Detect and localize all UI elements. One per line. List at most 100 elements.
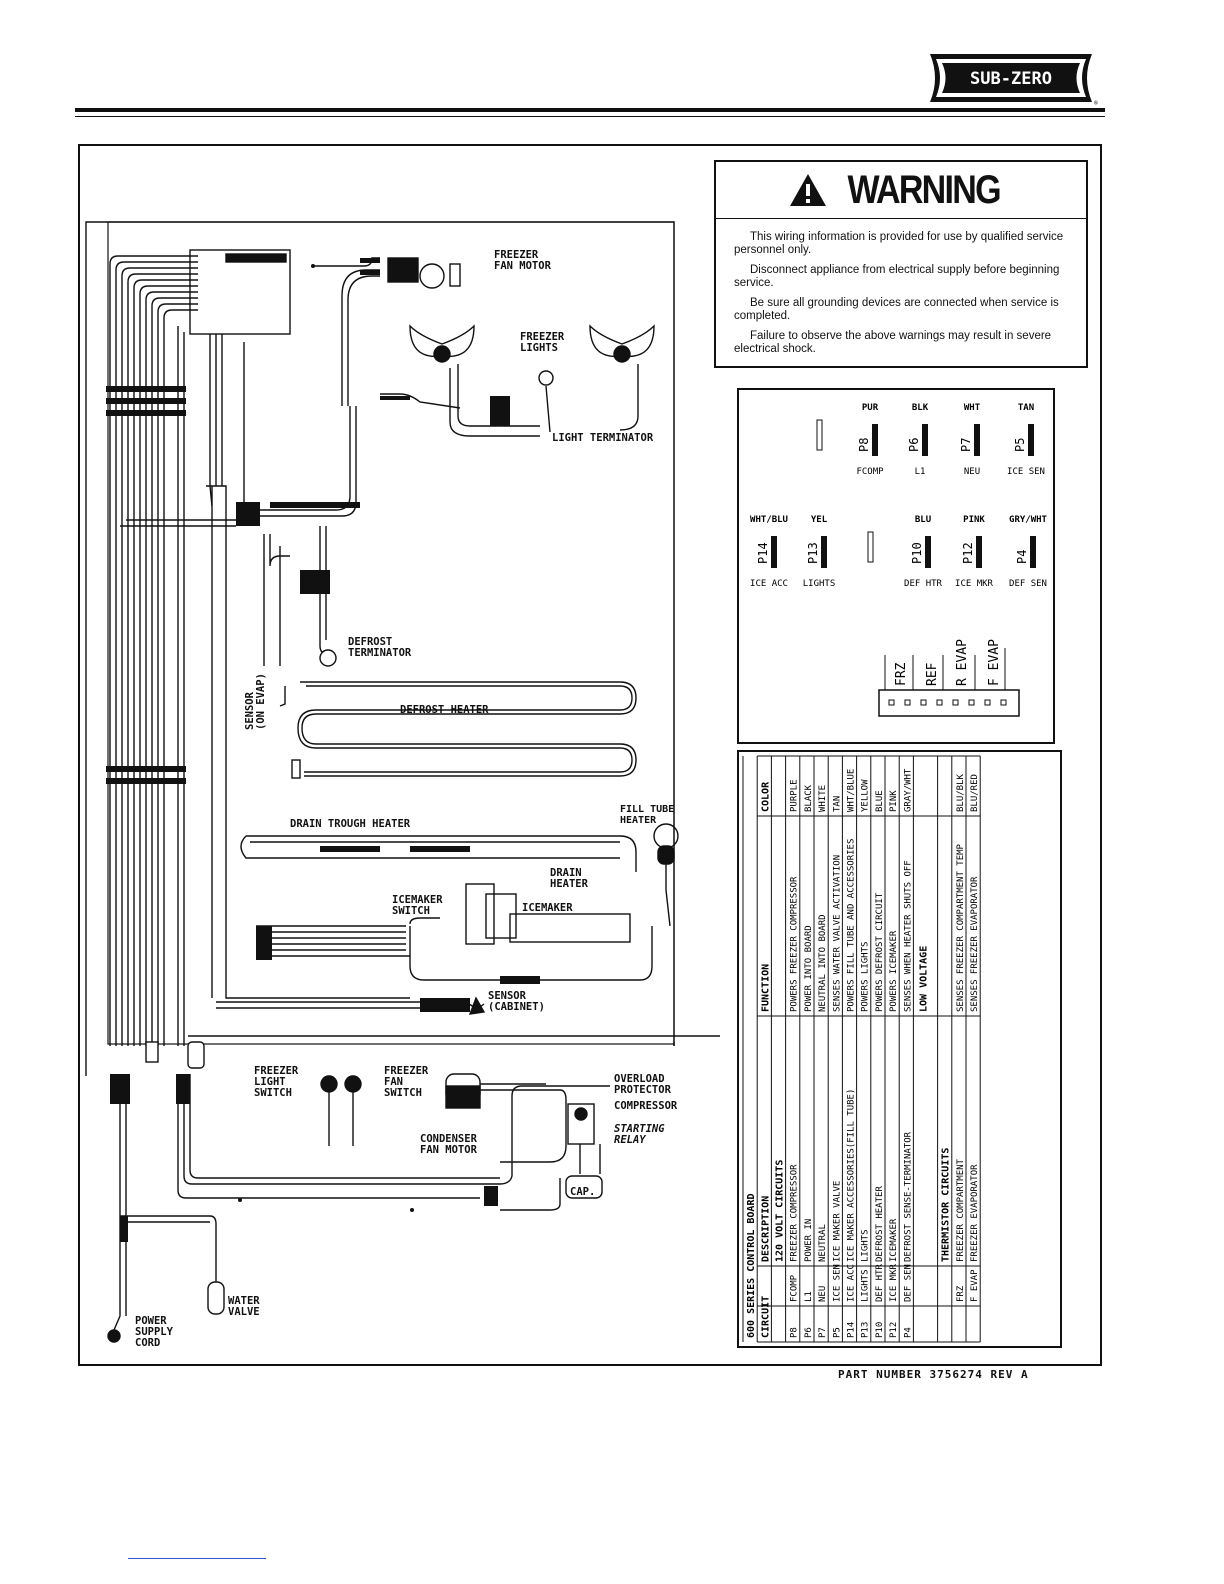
table-row-code: LIGHTS xyxy=(861,1269,871,1302)
table-row-color: PINK xyxy=(889,790,899,812)
connector-pin xyxy=(936,699,943,706)
pin-label-p7: P7 xyxy=(959,438,973,452)
connector-pin xyxy=(888,699,895,706)
pin-p7 xyxy=(974,424,980,456)
table-row-function: POWERS ICEMAKER xyxy=(889,930,899,1012)
pin-function-p14: ICE ACC xyxy=(750,579,788,589)
table-row-color: BLU/RED xyxy=(970,774,980,812)
label-icemaker-switch: ICEMAKER SWITCH xyxy=(392,894,443,917)
table-row-description: POWER IN xyxy=(804,1219,814,1262)
label-overload-protector: OVERLOAD PROTECTOR xyxy=(614,1073,671,1096)
table-row-function: POWERS DEFROST CIRCUIT xyxy=(875,892,885,1012)
table-row-description: ICE MAKER VALVE xyxy=(832,1181,842,1262)
header-rule-thin xyxy=(75,116,1105,117)
pin-p10 xyxy=(925,536,931,568)
table-row-color: BLU/BLK xyxy=(956,773,966,812)
pin-color-p7: WHT xyxy=(964,403,981,413)
table-row-code: F EVAP xyxy=(970,1269,980,1302)
table-row-pin: P13 xyxy=(861,1322,871,1338)
pin-function-p13: LIGHTS xyxy=(803,579,836,589)
header-rule xyxy=(75,108,1105,112)
pin-function-p12: ICE MKR xyxy=(955,579,994,589)
label-cap: CAP. xyxy=(570,1186,596,1198)
brand-text: SUB-ZERO xyxy=(970,69,1052,89)
label-drain-heater: DRAIN HEATER xyxy=(550,867,588,890)
table-row-description: DEFROST SENSE-TERMINATOR xyxy=(903,1131,913,1262)
thermistor-connector: FRZ REF R EVAP F EVAP xyxy=(878,639,1020,717)
table-row-description: LIGHTS xyxy=(861,1229,871,1262)
table-row-color: WHT/BLUE xyxy=(847,769,857,812)
table-header-circuit: CIRCUIT xyxy=(760,1296,771,1338)
warning-text-1: This wiring information is provided for … xyxy=(734,231,1064,256)
conn-label-f-evap: F EVAP xyxy=(987,639,1002,686)
part-number: PART NUMBER 3756274 REV A xyxy=(838,1368,1029,1381)
pin-label-p10: P10 xyxy=(910,542,924,564)
conn-label-ref: REF xyxy=(925,662,940,686)
table-row-pin: P14 xyxy=(847,1322,857,1338)
table-row-pin: P5 xyxy=(832,1327,842,1338)
wire-label-tags xyxy=(106,258,540,1242)
table-row-function: POWERS FILL TUBE AND ACCESSORIES xyxy=(847,839,857,1012)
pin-color-p4: GRY/WHT xyxy=(1009,515,1048,525)
empty-pin-slot xyxy=(867,531,874,563)
table-title: 600 SERIES CONTROL BOARD xyxy=(746,1194,757,1339)
table-row-pin: P6 xyxy=(804,1327,814,1338)
label-sensor-cabinet: SENSOR (CABINET) xyxy=(488,990,545,1013)
pin-p6 xyxy=(922,424,928,456)
pin-function-p8: FCOMP xyxy=(856,467,884,477)
pin-label-p12: P12 xyxy=(961,542,975,564)
connector-pin xyxy=(920,699,927,706)
connector-pin xyxy=(968,699,975,706)
label-compressor: COMPRESSOR xyxy=(614,1100,678,1112)
pin-color-p6: BLK xyxy=(912,403,929,413)
pin-label-p14: P14 xyxy=(756,542,770,564)
warning-text-2: Disconnect appliance from electrical sup… xyxy=(734,264,1060,289)
pin-color-p8: PUR xyxy=(862,403,879,413)
warning-text-3: Be sure all grounding devices are connec… xyxy=(734,297,1059,322)
footer-link-line xyxy=(128,1558,266,1559)
table-row-pin: P7 xyxy=(818,1327,828,1338)
table-row-code: ICE SEN xyxy=(832,1264,842,1302)
pin-label-p4: P4 xyxy=(1015,550,1029,564)
conn-label-frz: FRZ xyxy=(894,662,909,686)
table-row-function: POWER INTO BOARD xyxy=(804,925,814,1012)
label-defrost-heater: DEFROST HEATER xyxy=(400,704,489,716)
table-section-thermistor: THERMISTOR CIRCUITS xyxy=(941,1148,952,1262)
table-row-description: FREEZER COMPRESSOR xyxy=(790,1164,800,1262)
table-row-code: L1 xyxy=(804,1291,814,1302)
label-icemaker: ICEMAKER xyxy=(522,902,573,914)
label-defrost-terminator: DEFROST TERMINATOR xyxy=(348,636,412,659)
pin-function-p7: NEU xyxy=(964,467,980,477)
table-row-description: DEFROST HEATER xyxy=(875,1186,885,1262)
table-row-function: SENSES FREEZER COMPARTMENT TEMP xyxy=(956,843,966,1012)
label-water-valve: WATER VALVE xyxy=(228,1295,260,1318)
pin-function-p6: L1 xyxy=(915,467,926,477)
connector-pin xyxy=(952,699,959,706)
table-row-pin: P4 xyxy=(903,1327,913,1338)
label-freezer-fan-switch: FREEZER FAN SWITCH xyxy=(384,1065,429,1099)
pin-p13 xyxy=(821,536,827,568)
table-row-function: SENSES FREEZER EVAPORATOR xyxy=(970,876,980,1012)
connector-pin xyxy=(984,699,991,706)
table-row-code: FRZ xyxy=(956,1285,966,1302)
table-row-description: NEUTRAL xyxy=(818,1224,828,1262)
warning-title: WARNING xyxy=(847,167,1002,212)
pin-label-p6: P6 xyxy=(907,438,921,452)
pin-color-p14: WHT/BLU xyxy=(750,515,788,525)
table-row-code: ICE MKR xyxy=(889,1263,899,1302)
wiring-diagram xyxy=(85,221,720,1343)
table-row-code: DEF SEN xyxy=(903,1264,913,1302)
table-row-function: POWERS FREEZER COMPRESSOR xyxy=(790,876,800,1012)
table-row-color: YELLOW xyxy=(861,779,871,812)
table-row-function: SENSES WHEN HEATER SHUTS OFF xyxy=(903,860,913,1012)
empty-pin-slot xyxy=(816,419,823,451)
table-row-color: WHITE xyxy=(818,785,828,812)
table-row-pin: P8 xyxy=(790,1327,800,1338)
label-freezer-light-switch: FREEZER LIGHT SWITCH xyxy=(254,1065,299,1099)
sub-zero-logo: SUB-ZERO ® xyxy=(930,54,1098,106)
pin-color-p12: PINK xyxy=(963,515,985,525)
table-row-pin: P12 xyxy=(889,1322,899,1338)
pin-p8 xyxy=(872,424,878,456)
table-header-color: COLOR xyxy=(760,781,771,812)
table-row-description: FREEZER EVAPORATOR xyxy=(970,1164,980,1262)
